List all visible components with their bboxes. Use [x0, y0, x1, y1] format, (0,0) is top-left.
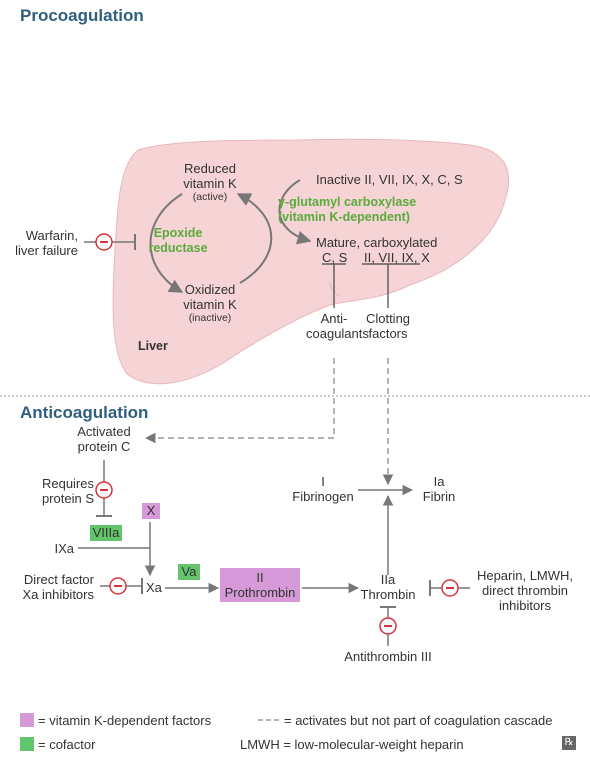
legend-pink-text: = vitamin K-dependent factors — [38, 713, 212, 728]
fibrinogen-label: I Fibrinogen — [292, 474, 354, 504]
warfarin-label: Warfarin, liver failure — [15, 228, 78, 258]
factor-x-box: X — [142, 503, 160, 519]
factor-va-box: Va — [178, 564, 200, 580]
legend-lmwh-text: LMWH = low-molecular-weight heparin — [240, 737, 464, 752]
inhibit-icon-xa — [109, 577, 127, 595]
inactive-factors: Inactive II, VII, IX, X, C, S — [316, 172, 463, 187]
requires-protein-s: Requires protein S — [41, 476, 94, 506]
direct-factor-xa-inhibitors: Direct factor Xa inhibitors — [22, 572, 94, 602]
factor-xa: Xa — [146, 580, 162, 595]
fibrin-label: Ia Fibrin — [422, 474, 456, 504]
inhibit-icon-protein-s — [95, 481, 113, 499]
inhibit-icon-warfarin — [95, 233, 113, 251]
procoagulation-heading: Procoagulation — [20, 6, 144, 25]
heparin-inhibitors: Heparin, LMWH, direct thrombin inhibitor… — [476, 568, 574, 613]
clotting-factor-list: II, VII, IX, X — [364, 250, 430, 265]
anticoagulants-label: Anti- coagulants — [306, 311, 369, 341]
carboxylase-label: γ-glutamyl carboxylase (vitamin K-depend… — [278, 195, 417, 224]
legend-green-swatch — [20, 737, 34, 751]
legend-dashed-text: = activates but not part of coagulation … — [284, 713, 553, 728]
prothrombin-box: II Prothrombin — [220, 568, 300, 602]
liver-shape — [112, 138, 510, 385]
inhibit-icon-antithrombin — [379, 617, 397, 635]
legend-green-text: = cofactor — [38, 737, 96, 752]
cycle-arc-right — [236, 193, 273, 284]
rx-logo-icon: ℞ — [562, 736, 576, 750]
factor-viiia-box: VIIIa — [90, 525, 122, 541]
liver-label: Liver — [138, 339, 168, 353]
anticoagulation-heading: Anticoagulation — [20, 403, 149, 422]
mature-carboxylated: Mature, carboxylated — [316, 235, 438, 250]
activated-protein-c: Activated protein C — [77, 424, 131, 454]
clotting-factors-label: Clotting factors — [365, 311, 411, 341]
epoxide-reductase-label: Epoxide reductase — [148, 226, 208, 255]
anticoagulant-factors: C, S — [322, 250, 348, 265]
carboxylase-arc — [278, 179, 312, 245]
cycle-arc-left — [149, 193, 184, 293]
oxidized-vitamin-k: Oxidized vitamin K (inactive) — [183, 282, 237, 324]
factor-ixa: IXa — [54, 541, 74, 556]
legend-pink-swatch — [20, 713, 34, 727]
inhibit-icon-heparin — [441, 579, 459, 597]
thrombin-label: IIa Thrombin — [360, 572, 416, 602]
reduced-vitamin-k: Reduced vitamin K (active) — [183, 161, 237, 203]
antithrombin-iii: Antithrombin III — [344, 649, 432, 664]
